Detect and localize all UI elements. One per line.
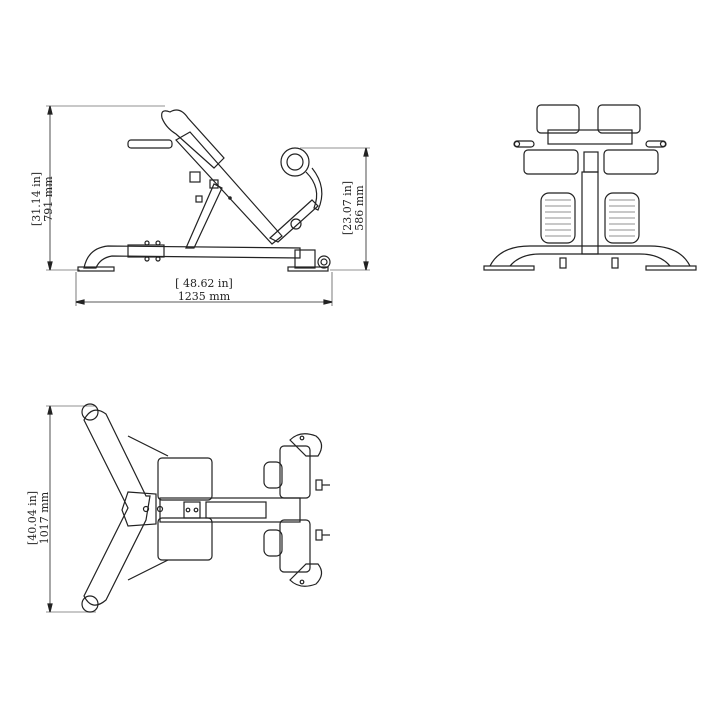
side-height-mm-label: 791 mm [42,176,55,222]
front-view [483,104,697,271]
top-view [46,403,330,613]
side-depth-mm-label: 586 mm [353,185,366,231]
side-view [46,105,370,306]
side-length-mm-label: 1235 mm [177,290,231,303]
top-width-mm-label: 1017 mm [38,491,51,545]
side-length-inches-label: [ 48.62 in] [175,277,233,290]
